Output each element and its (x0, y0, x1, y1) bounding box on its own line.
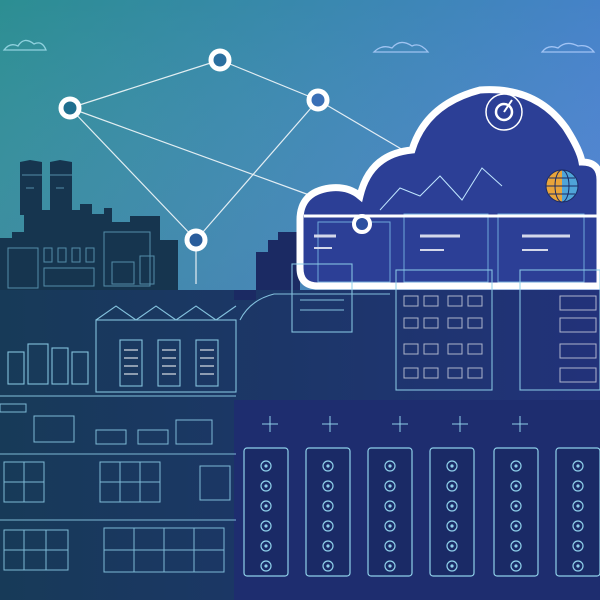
network-node-icon (58, 96, 82, 120)
server-rack (429, 447, 475, 577)
globe-icon (545, 169, 579, 203)
clock-icon (485, 93, 523, 131)
server-rack (367, 447, 413, 577)
network-node-icon (184, 228, 208, 252)
data-center-racks (243, 416, 600, 577)
blueprint-rows (0, 403, 236, 573)
industrial-structures (0, 263, 600, 397)
sky-cloud-left (2, 39, 47, 51)
server-rack (305, 447, 351, 577)
ground-right-panel (234, 400, 600, 600)
network-nodes (58, 48, 330, 252)
network-node-icon (306, 88, 330, 112)
server-rack (555, 447, 600, 577)
sky-cloud-right (372, 41, 596, 53)
factory-silhouette (0, 160, 178, 290)
server-rack (243, 447, 289, 577)
network-node-icon (208, 48, 232, 72)
server-rack (493, 447, 539, 577)
cloud-icon (296, 86, 600, 290)
building-silhouette-center (234, 232, 300, 300)
